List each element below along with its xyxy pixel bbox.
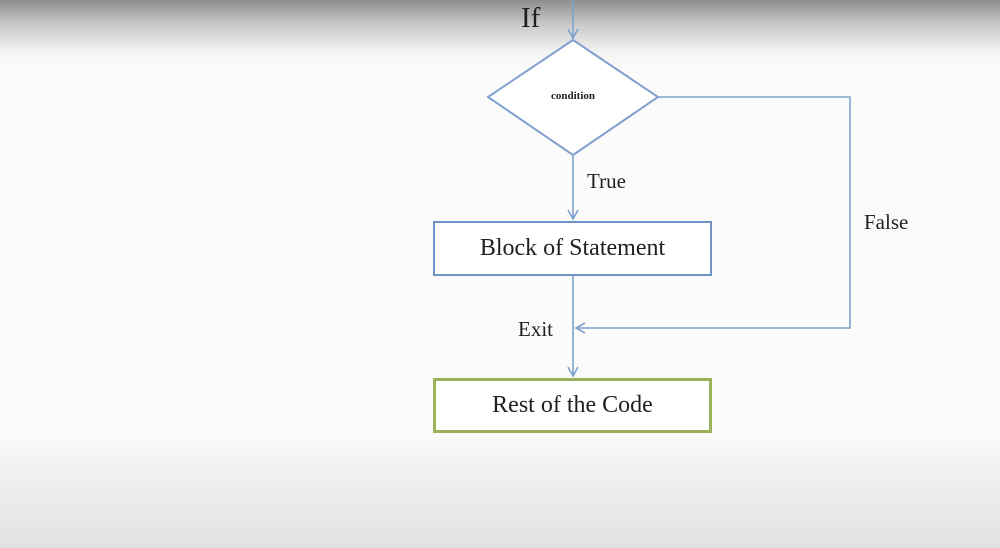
false-label: False [864,210,909,234]
bottom-video-shadow [0,430,1000,548]
condition-label: condition [550,90,595,102]
top-video-shadow [0,0,1000,70]
block-of-statement-box: Block of Statement [433,221,712,276]
block-of-statement-label: Block of Statement [479,235,666,261]
false-path [574,96,851,334]
rest-of-code-label: Rest of the Code [492,392,653,418]
if-title: If [521,2,541,34]
true-label: True [587,169,626,193]
exit-label: Exit [518,317,553,341]
rest-of-code-box: Rest of the Code [433,378,712,433]
